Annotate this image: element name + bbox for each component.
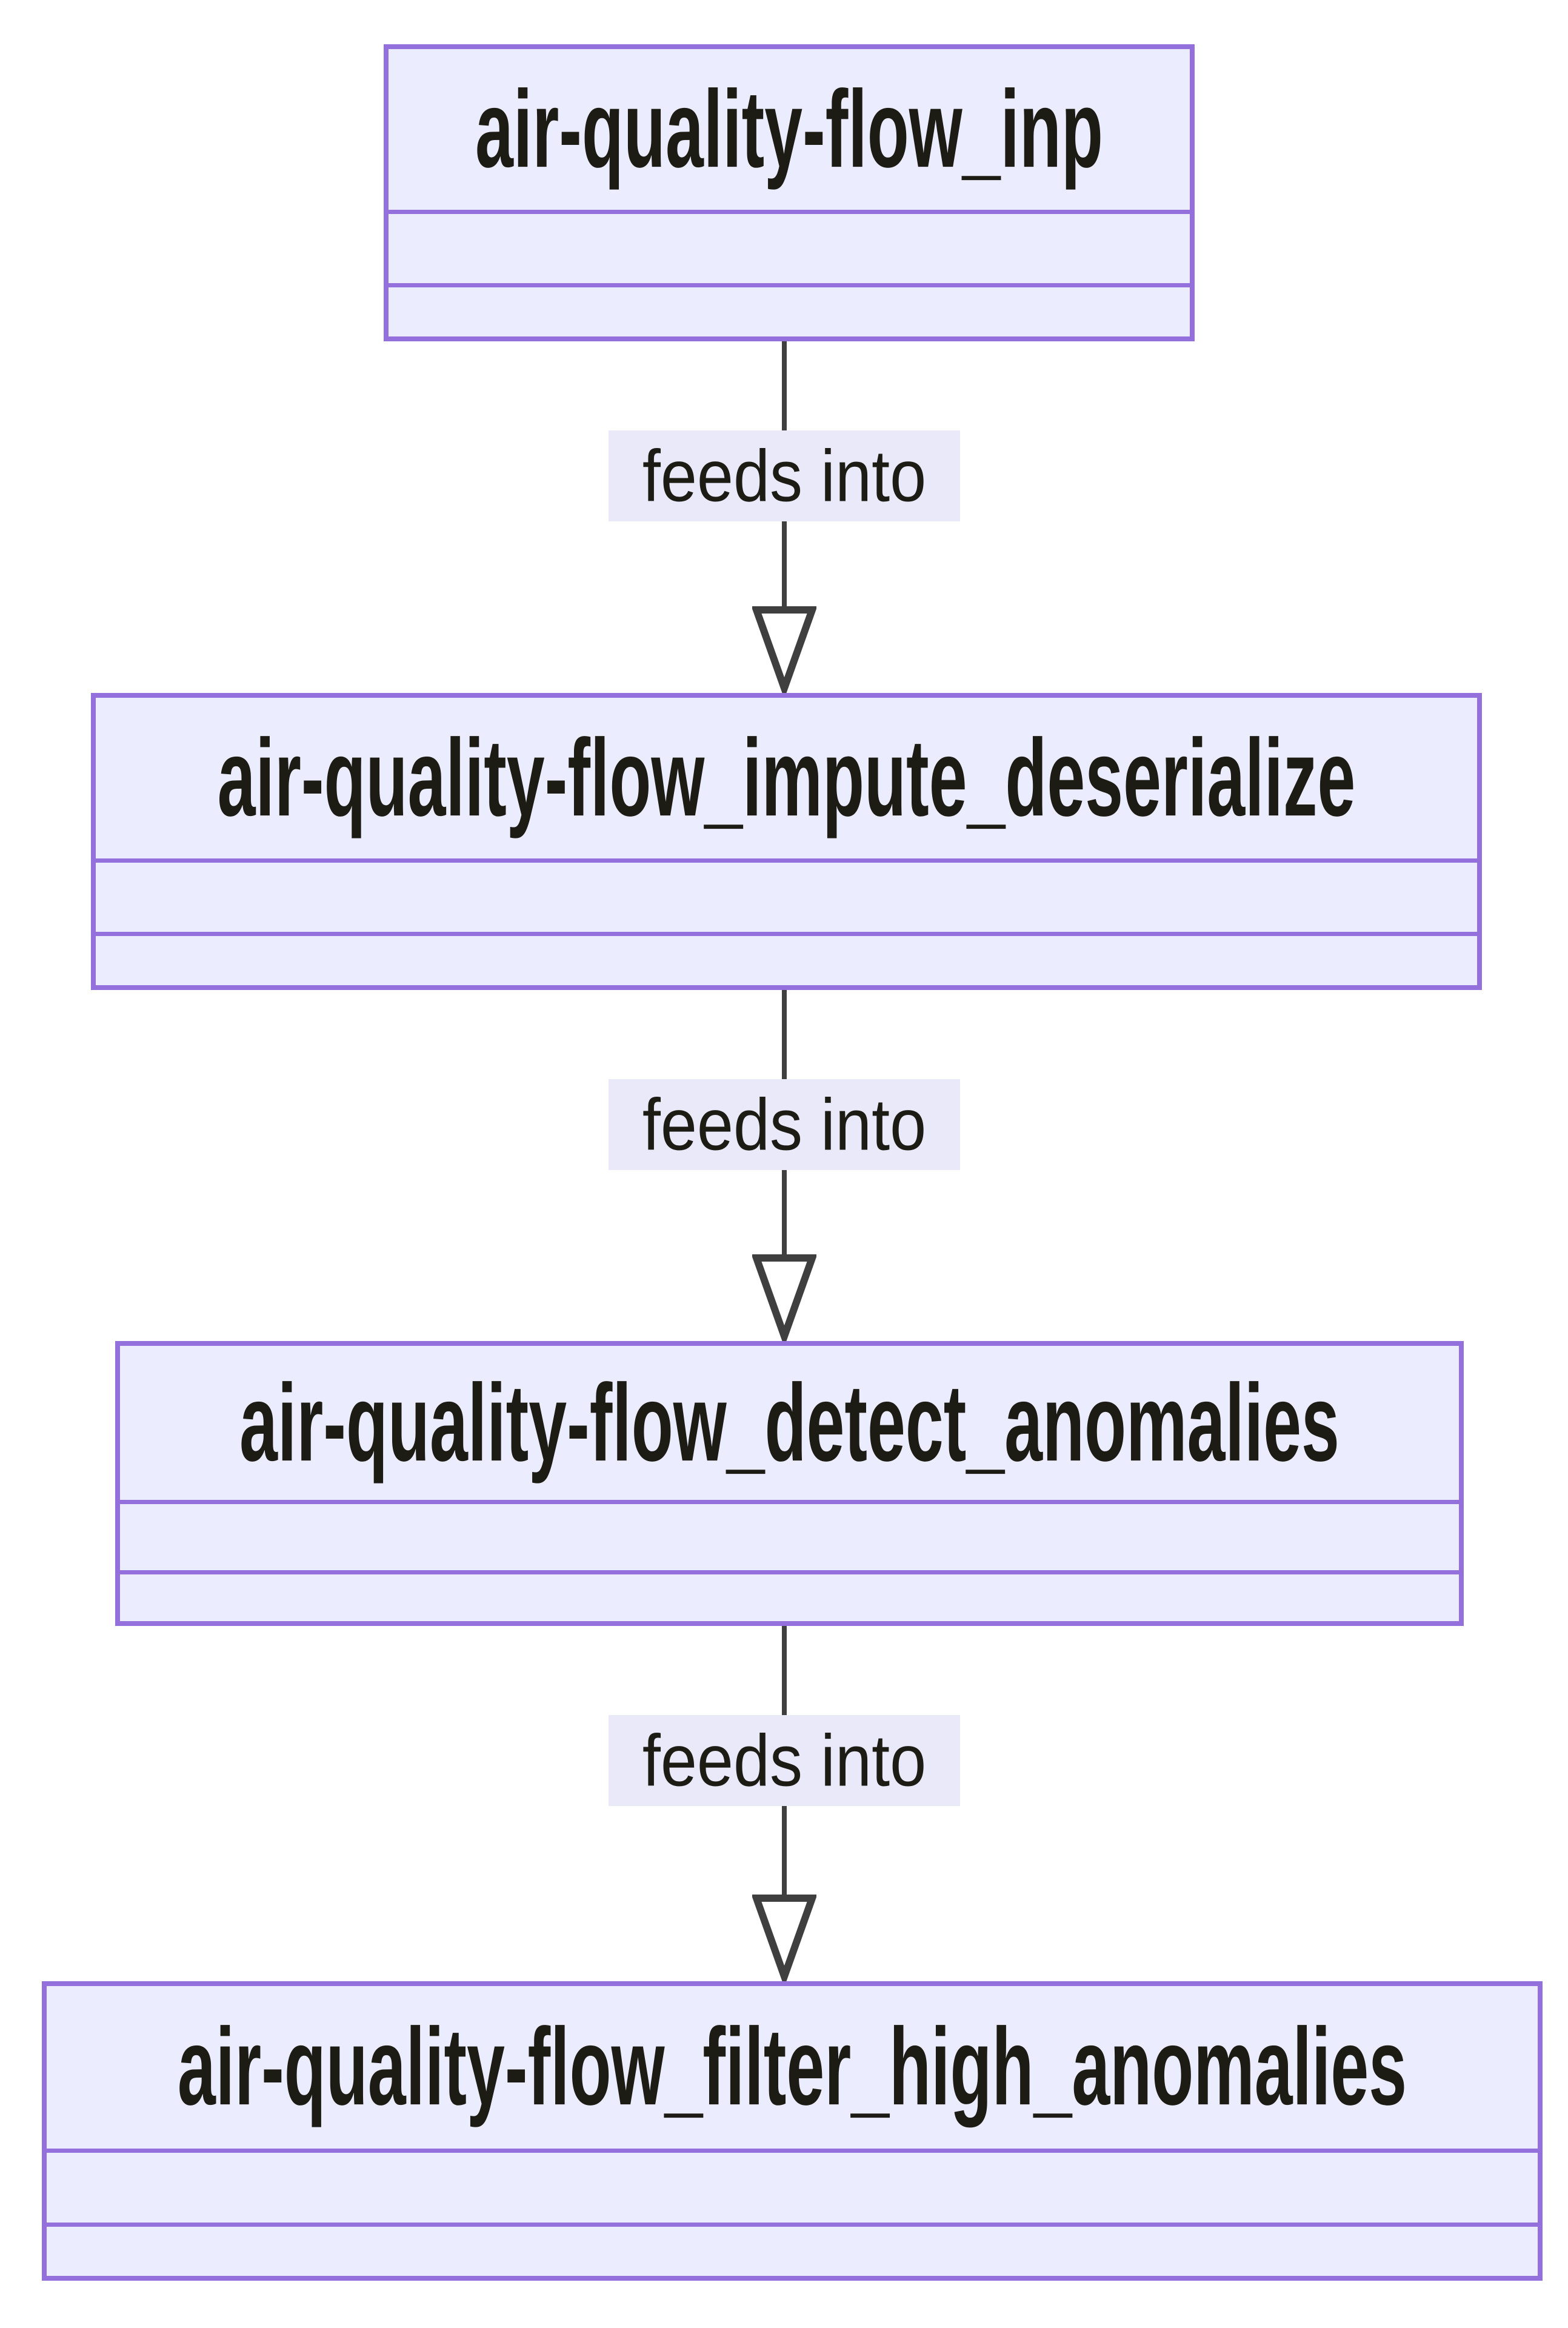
- methods-compartment: [120, 1570, 1459, 1621]
- class-node-air-quality-flow-filter-high-anomalies: air-quality-flow_filter_high_anomalies: [42, 1981, 1543, 2281]
- class-title-text: air-quality-flow_detect_anomalies: [239, 1361, 1339, 1484]
- edge-label: feeds into: [609, 1079, 960, 1170]
- arrowhead-icon: [752, 1254, 816, 1341]
- class-title-text: air-quality-flow_filter_high_anomalies: [177, 2005, 1407, 2128]
- class-title-text: air-quality-flow_impute_deserialize: [217, 717, 1356, 839]
- edge-label: feeds into: [609, 430, 960, 521]
- edge-label-text: feeds into: [642, 1719, 927, 1802]
- class-title-compartment: air-quality-flow_impute_deserialize: [96, 698, 1477, 858]
- arrowhead-icon: [752, 1895, 816, 1981]
- methods-compartment: [389, 283, 1190, 336]
- methods-compartment: [47, 2222, 1538, 2276]
- attributes-compartment: [389, 210, 1190, 283]
- class-title-text: air-quality-flow_inp: [475, 68, 1103, 190]
- class-title-compartment: air-quality-flow_detect_anomalies: [120, 1346, 1459, 1500]
- methods-compartment: [96, 932, 1477, 985]
- attributes-compartment: [47, 2148, 1538, 2223]
- attributes-compartment: [96, 858, 1477, 932]
- class-title-compartment: air-quality-flow_inp: [389, 49, 1190, 210]
- class-node-air-quality-flow-inp: air-quality-flow_inp: [384, 44, 1195, 341]
- attributes-compartment: [120, 1500, 1459, 1570]
- edge-label-text: feeds into: [642, 434, 927, 517]
- edge-label-text: feeds into: [642, 1083, 927, 1166]
- class-node-air-quality-flow-detect-anomalies: air-quality-flow_detect_anomalies: [115, 1341, 1464, 1626]
- class-node-air-quality-flow-impute-deserialize: air-quality-flow_impute_deserialize: [91, 693, 1482, 990]
- edge-label: feeds into: [609, 1715, 960, 1806]
- arrowhead-icon: [752, 606, 816, 693]
- class-title-compartment: air-quality-flow_filter_high_anomalies: [47, 1986, 1538, 2149]
